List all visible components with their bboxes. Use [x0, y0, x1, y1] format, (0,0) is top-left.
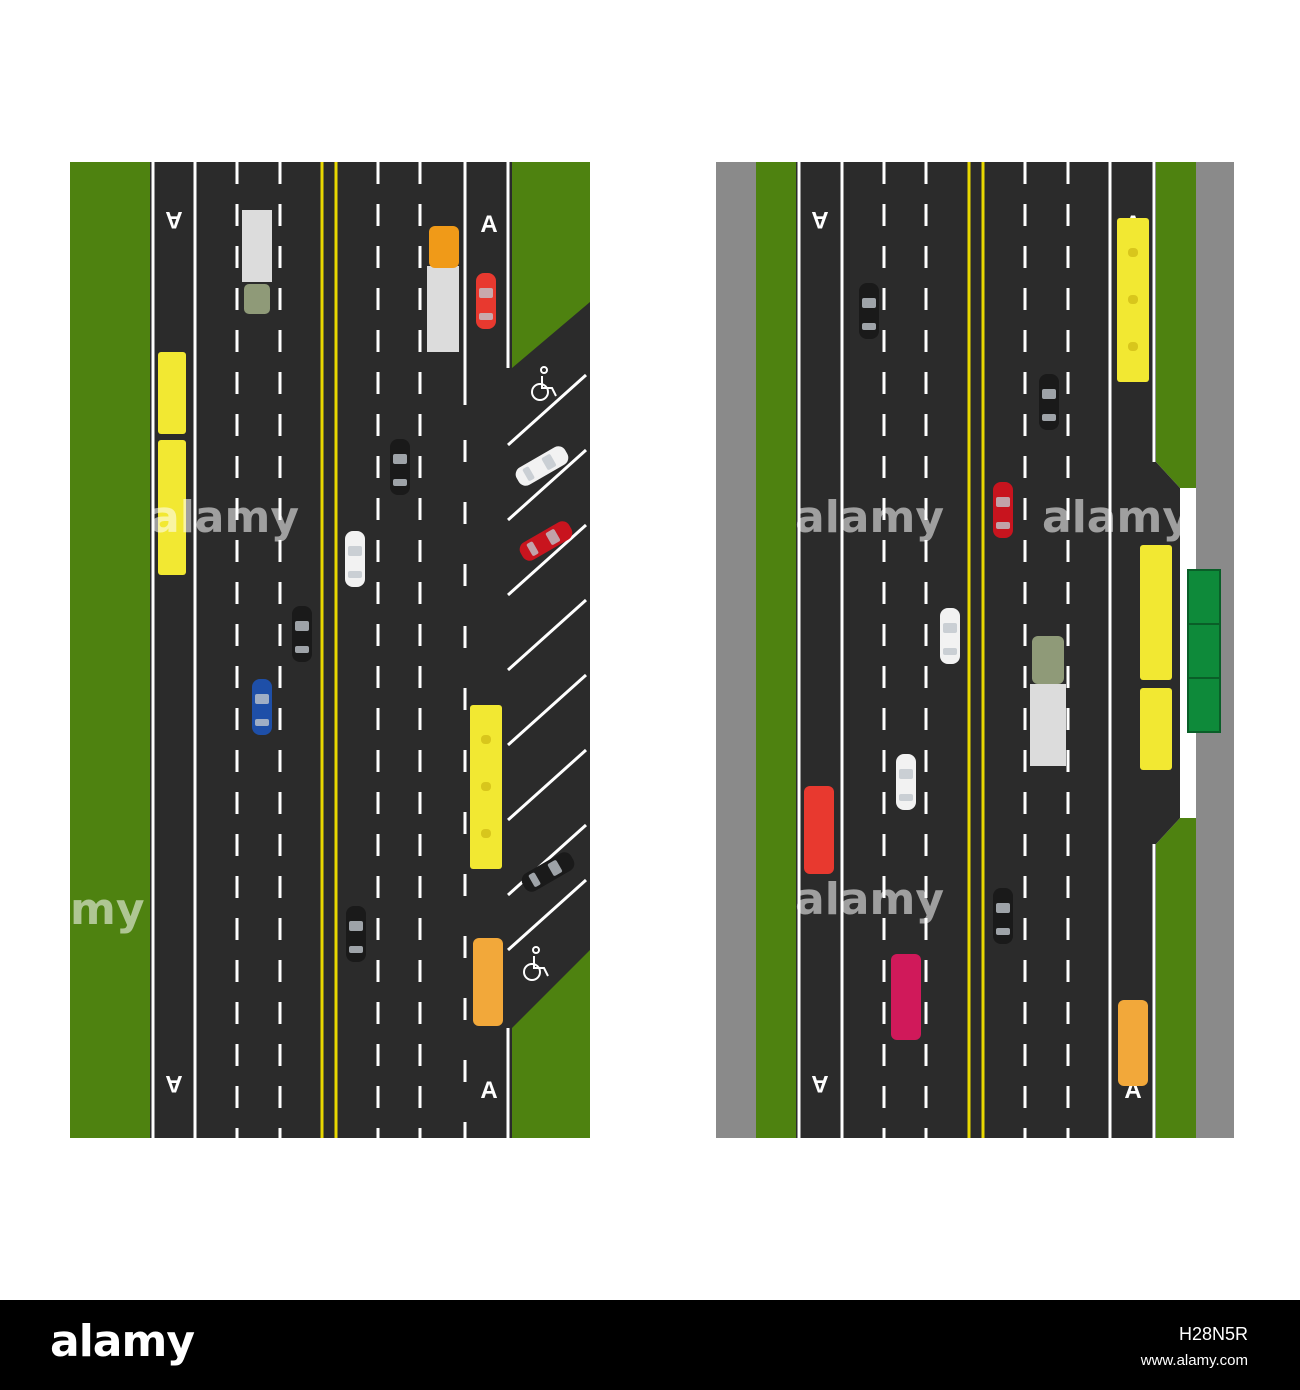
bus-stop-shelter: [1187, 569, 1221, 733]
parking-bay: [512, 302, 590, 1028]
footer-bar: alamy H28N5R www.alamy.com: [0, 1300, 1300, 1390]
car: [896, 754, 916, 810]
watermark: alamy: [1042, 492, 1191, 543]
car: [346, 906, 366, 962]
bus: [470, 705, 502, 869]
car: [940, 608, 960, 664]
car: [993, 888, 1013, 944]
road-plan-right: A A A A: [716, 162, 1234, 1138]
car: [476, 273, 496, 329]
bus: [1140, 545, 1172, 770]
truck: [427, 226, 459, 352]
sidewalk: [716, 162, 756, 1138]
lane-letter: A: [165, 206, 182, 233]
car: [993, 482, 1013, 538]
van: [891, 954, 921, 1040]
lane-letter: A: [480, 1077, 497, 1104]
car: [345, 531, 365, 587]
lane-letter: A: [165, 1070, 182, 1097]
lane-letter: A: [811, 206, 828, 233]
brand-logo: alamy: [50, 1316, 195, 1367]
car: [859, 283, 879, 339]
road-surface: [796, 162, 1156, 1138]
watermark: my: [70, 884, 145, 935]
lane-letter: A: [480, 211, 497, 238]
grass-left-edge: [70, 162, 150, 1138]
bus: [158, 352, 186, 575]
car: [292, 606, 312, 662]
watermark: alamy: [795, 874, 944, 925]
road-plan-illustration: A A A A: [70, 162, 1234, 1138]
grass-right-edge: [1156, 818, 1196, 1138]
watermark: alamy: [795, 492, 944, 543]
grass-right-edge: [1156, 162, 1196, 488]
van: [473, 938, 503, 1026]
bus: [1117, 218, 1149, 382]
parking-stall-lines: [506, 373, 588, 952]
lane-letter: A: [811, 1070, 828, 1097]
car: [390, 439, 410, 495]
image-id: H28N5R: [1178, 1324, 1248, 1344]
van: [804, 786, 834, 874]
grass-left-edge: [756, 162, 796, 1138]
source-url: www.alamy.com: [1140, 1352, 1248, 1369]
road-plan-left: A A A A: [70, 162, 590, 1138]
watermark: alamy: [150, 492, 299, 543]
truck: [242, 210, 272, 314]
car: [252, 679, 272, 735]
van: [1118, 1000, 1148, 1086]
truck: [1030, 636, 1066, 766]
car: [1039, 374, 1059, 430]
